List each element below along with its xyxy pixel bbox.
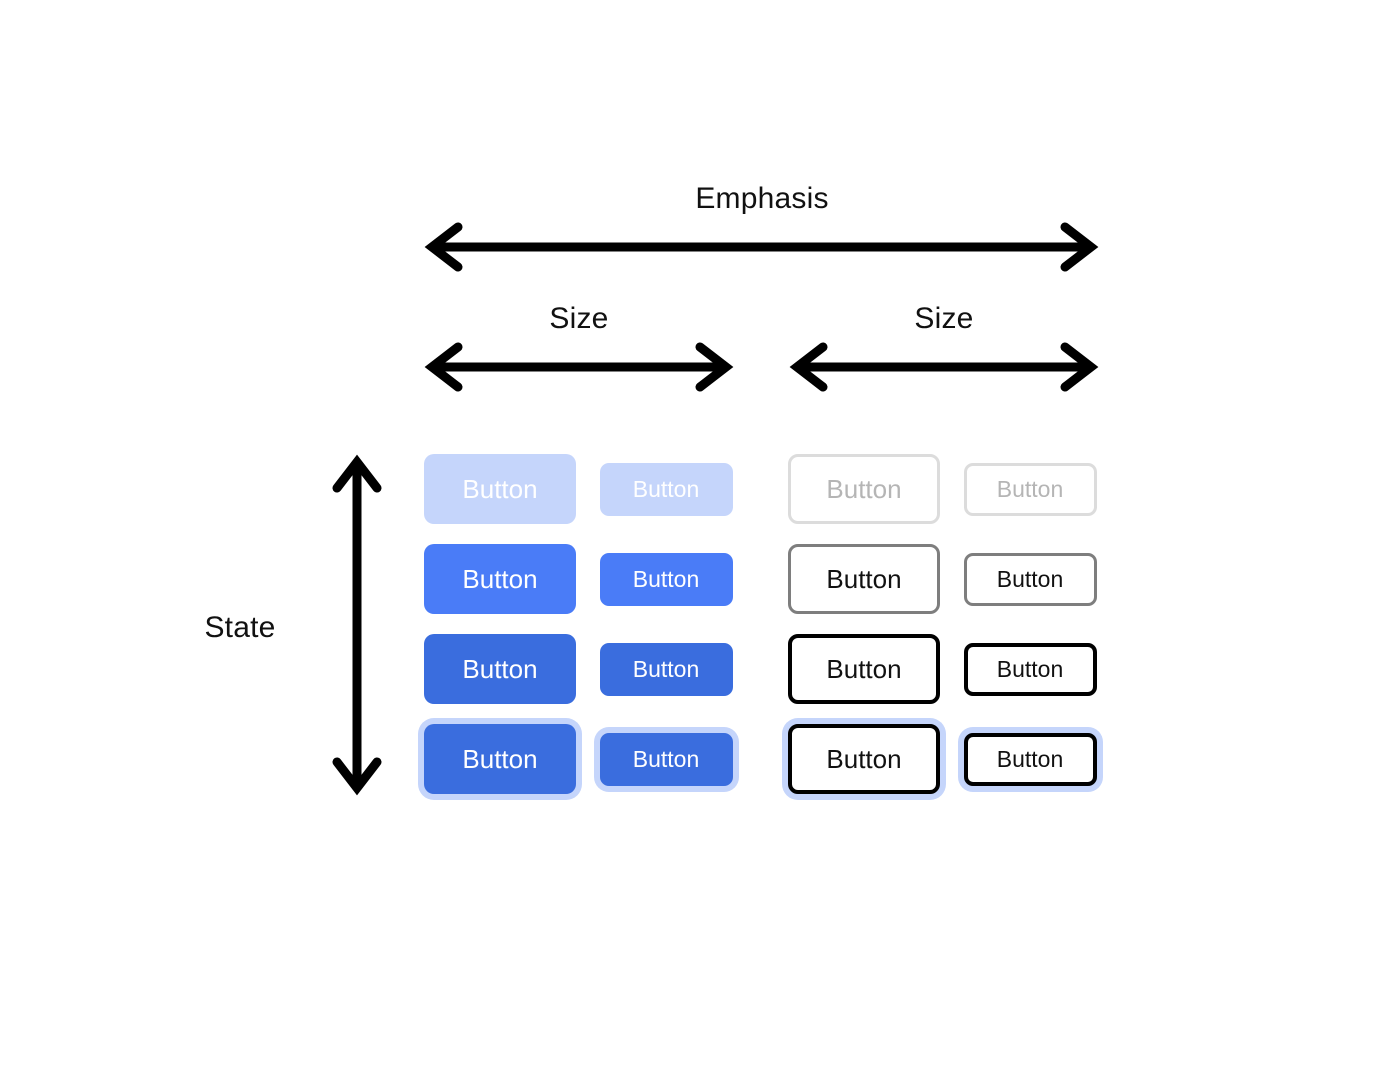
button-filled-large-disabled: Button — [424, 454, 576, 524]
button-outlined-small-focus[interactable]: Button — [963, 732, 1097, 786]
button-label: Button — [632, 565, 700, 592]
button-filled-small-default[interactable]: Button — [599, 552, 733, 606]
button-filled-large-hover[interactable]: Button — [424, 634, 576, 704]
button-filled-small-disabled: Button — [599, 462, 733, 516]
emphasis-axis-arrow-icon — [424, 222, 1099, 272]
button-label: Button — [462, 563, 538, 594]
button-label: Button — [826, 473, 902, 504]
size-axis-right-arrow-icon — [789, 342, 1099, 392]
size-axis-left-label: Size — [549, 302, 609, 335]
button-label: Button — [462, 743, 538, 774]
button-label: Button — [632, 745, 700, 772]
button-label: Button — [826, 653, 902, 684]
button-label: Button — [462, 653, 538, 684]
state-axis-arrow-icon — [332, 454, 382, 796]
button-outlined-small-hover[interactable]: Button — [963, 642, 1097, 696]
button-label: Button — [996, 565, 1064, 592]
button-filled-small-focus[interactable]: Button — [599, 732, 733, 786]
size-axis-right-label: Size — [914, 302, 974, 335]
state-axis-label: State — [204, 611, 276, 644]
emphasis-axis-label: Emphasis — [695, 182, 829, 215]
button-filled-large-default[interactable]: Button — [424, 544, 576, 614]
button-label: Button — [826, 563, 902, 594]
button-outlined-large-hover[interactable]: Button — [788, 634, 940, 704]
button-outlined-large-default[interactable]: Button — [788, 544, 940, 614]
button-label: Button — [462, 473, 538, 504]
button-label: Button — [632, 475, 700, 502]
button-label: Button — [996, 655, 1064, 682]
button-label: Button — [996, 475, 1064, 502]
button-outlined-small-disabled: Button — [963, 462, 1097, 516]
button-label: Button — [996, 745, 1064, 772]
button-filled-small-hover[interactable]: Button — [599, 642, 733, 696]
button-label: Button — [632, 655, 700, 682]
size-axis-left-arrow-icon — [424, 342, 734, 392]
button-outlined-small-default[interactable]: Button — [963, 552, 1097, 606]
button-outlined-large-disabled: Button — [788, 454, 940, 524]
button-label: Button — [826, 743, 902, 774]
button-filled-large-focus[interactable]: Button — [424, 724, 576, 794]
button-outlined-large-focus[interactable]: Button — [788, 724, 940, 794]
